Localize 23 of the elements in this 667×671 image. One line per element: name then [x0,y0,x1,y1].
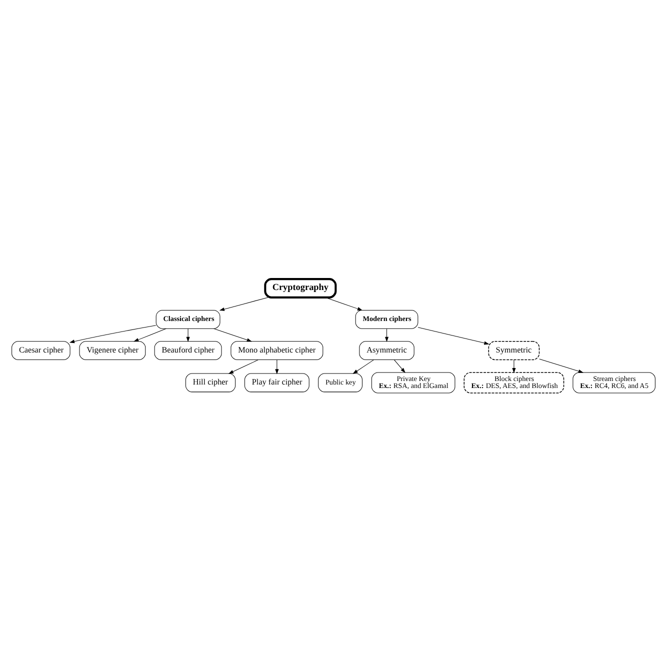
arrow [228,359,258,374]
arrow [325,296,363,310]
arrow [69,324,156,343]
node-box: Hill cipher [186,372,236,392]
node-box: Cryptography [264,278,337,298]
arrow [186,328,190,342]
arrow [134,328,166,342]
node-box: Beauford cipher [154,340,222,360]
node-box: Symmetric [488,340,540,360]
arrow [394,359,406,372]
arrow [219,296,268,310]
arrow [384,328,389,342]
arrow [512,359,516,373]
node-box: Play fair cipher [244,372,310,392]
arrow [418,326,490,344]
arrow [539,358,584,372]
node-box: Caesar cipher [12,340,70,360]
arrow [275,359,279,374]
node-box: Mono alphabetic cipher [230,340,324,360]
arrow [352,359,374,374]
arrow [214,328,252,342]
node-box: Asymmetric [359,340,414,360]
node-box: Vigenere cipher [79,340,146,360]
